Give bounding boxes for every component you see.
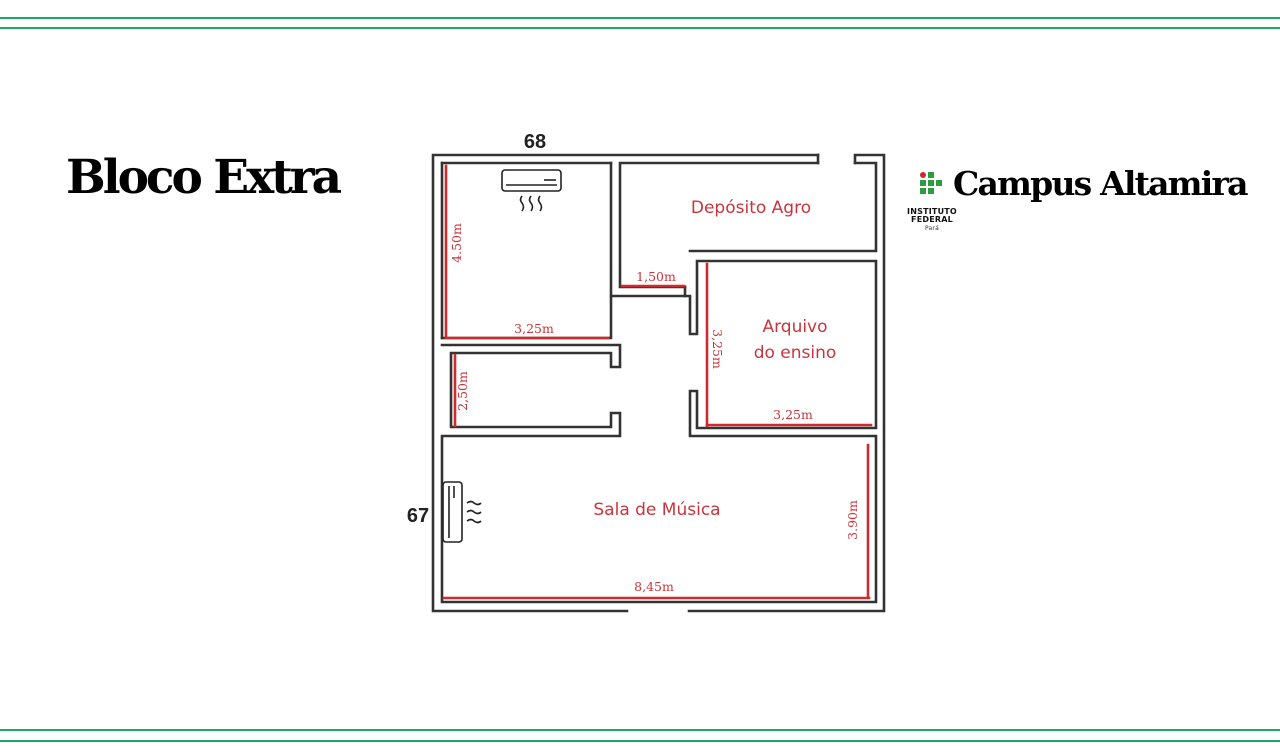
ac-number-side: 67 bbox=[407, 505, 429, 527]
dim-label-arquivo-height: 3,25m bbox=[710, 329, 725, 369]
ac-number-top: 68 bbox=[524, 131, 546, 153]
room-label-deposito: Depósito Agro bbox=[691, 198, 811, 218]
dim-label-deposito-width: 1,50m bbox=[636, 269, 676, 284]
bottom-rule-inner bbox=[0, 740, 1280, 742]
logo-text-instituto: INSTITUTO bbox=[907, 207, 957, 216]
room-label-arquivo-line2: do ensino bbox=[754, 343, 837, 363]
air-conditioner-icon bbox=[501, 169, 562, 212]
campus-title: Campus Altamira bbox=[953, 164, 1248, 203]
dim-label-musica-width: 8,45m bbox=[634, 579, 674, 594]
dim-label-room1-width: 3,25m bbox=[514, 321, 554, 336]
room-label-arquivo-line1: Arquivo bbox=[762, 317, 827, 337]
dim-label-room1-height: 4.50m bbox=[449, 223, 464, 263]
dim-label-small-room-height: 2,50m bbox=[455, 371, 470, 411]
measurement-lines bbox=[442, 164, 873, 600]
logo-text-para: Pará bbox=[925, 225, 939, 232]
outer-walls bbox=[431, 153, 886, 613]
dim-label-musica-height: 3.90m bbox=[845, 500, 860, 540]
air-conditioner-icon bbox=[442, 481, 482, 543]
inner-walls bbox=[440, 161, 878, 604]
room-label-sala-musica: Sala de Música bbox=[593, 500, 720, 520]
top-rule-outer bbox=[0, 17, 1280, 19]
bottom-rule-outer bbox=[0, 729, 1280, 731]
institute-logo: INSTITUTO FEDERAL Pará bbox=[904, 170, 960, 232]
logo-mark-icon bbox=[920, 172, 944, 196]
dim-label-arquivo-width: 3,25m bbox=[773, 407, 813, 422]
page-title: Bloco Extra bbox=[66, 150, 342, 205]
logo-text-federal: FEDERAL bbox=[911, 215, 953, 224]
top-rule-inner bbox=[0, 27, 1280, 29]
